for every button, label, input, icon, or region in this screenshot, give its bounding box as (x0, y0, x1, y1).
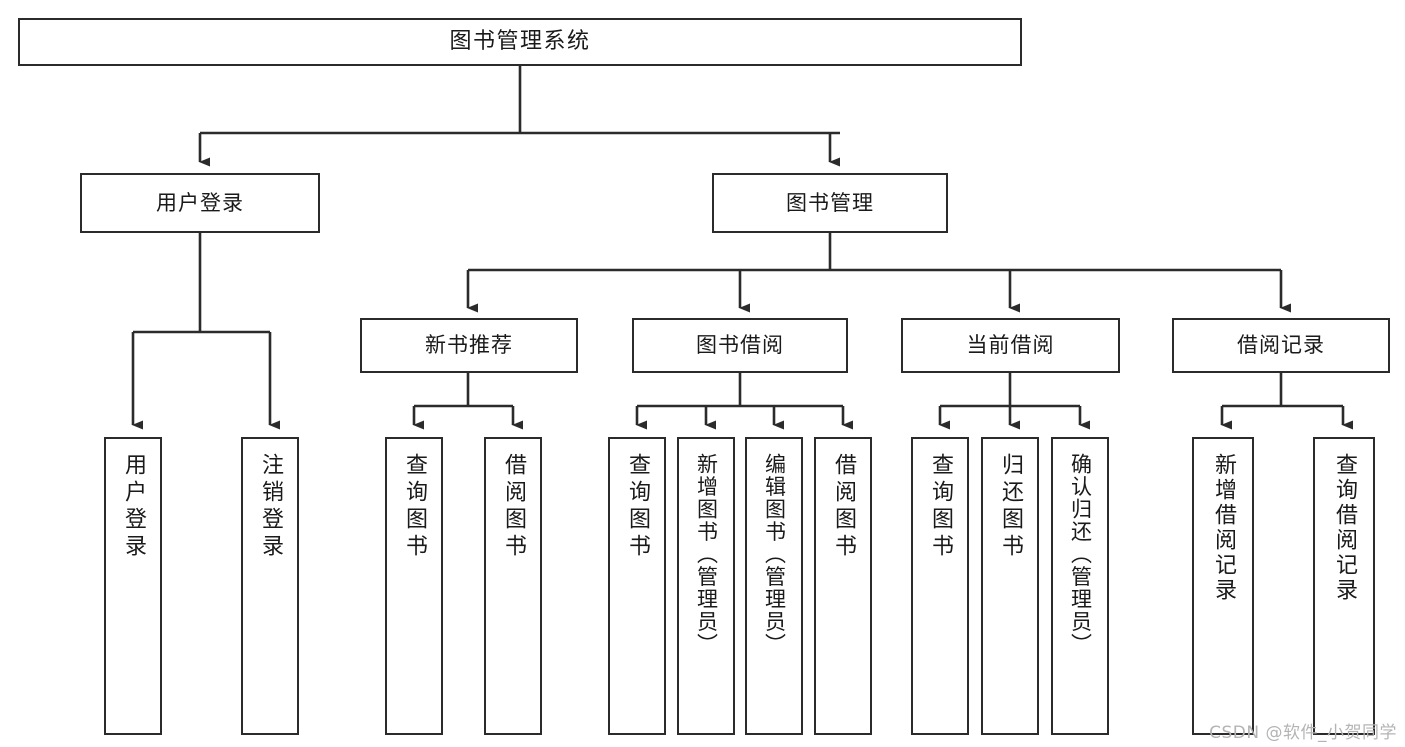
node-label: 借阅记录 (1237, 333, 1325, 358)
leaf-current-return-book[interactable]: 归还图书 (981, 437, 1039, 735)
node-label: 编辑图书（管理员） (762, 453, 787, 656)
leaf-borrow-borrow-book[interactable]: 借阅图书 (814, 437, 872, 735)
leaf-borrow-add-book-admin[interactable]: 新增图书（管理员） (677, 437, 735, 735)
node-label: 新书推荐 (425, 333, 513, 358)
leaf-user-logout[interactable]: 注销登录 (241, 437, 299, 735)
leaf-borrow-edit-book-admin[interactable]: 编辑图书（管理员） (745, 437, 803, 735)
leaf-user-login[interactable]: 用户登录 (104, 437, 162, 735)
node-label: 用户登录 (156, 190, 244, 215)
node-root-system[interactable]: 图书管理系统 (18, 18, 1022, 66)
node-label: 图书管理系统 (449, 29, 591, 55)
node-label: 查询借阅记录 (1332, 453, 1357, 603)
leaf-record-query-record[interactable]: 查询借阅记录 (1313, 437, 1375, 735)
leaf-recommend-borrow-book[interactable]: 借阅图书 (484, 437, 542, 735)
node-label: 借阅图书 (831, 453, 856, 561)
node-current-borrow[interactable]: 当前借阅 (901, 318, 1120, 373)
node-label: 确认归还（管理员） (1068, 453, 1093, 656)
leaf-borrow-query-book[interactable]: 查询图书 (608, 437, 666, 735)
node-label: 当前借阅 (966, 333, 1055, 358)
node-label: 新增图书（管理员） (694, 453, 719, 656)
node-label: 图书管理 (786, 190, 874, 215)
node-borrow-record[interactable]: 借阅记录 (1172, 318, 1390, 373)
node-label: 查询图书 (402, 453, 427, 561)
csdn-watermark: CSDN @软件_小贺同学 (1209, 723, 1397, 743)
node-label: 注销登录 (258, 453, 283, 561)
node-label: 图书借阅 (696, 333, 784, 358)
leaf-current-confirm-return-admin[interactable]: 确认归还（管理员） (1051, 437, 1109, 735)
node-book-borrow[interactable]: 图书借阅 (632, 318, 848, 373)
node-book-management[interactable]: 图书管理 (712, 173, 948, 233)
leaf-recommend-query-book[interactable]: 查询图书 (385, 437, 443, 735)
node-label: 新增借阅记录 (1211, 453, 1236, 603)
node-label: 借阅图书 (501, 453, 526, 561)
leaf-record-add-record[interactable]: 新增借阅记录 (1192, 437, 1254, 735)
node-label: 用户登录 (121, 453, 146, 561)
node-label: 查询图书 (928, 453, 953, 561)
node-label: 查询图书 (625, 453, 650, 561)
node-new-book-recommend[interactable]: 新书推荐 (360, 318, 578, 373)
leaf-current-query-book[interactable]: 查询图书 (911, 437, 969, 735)
node-user-login[interactable]: 用户登录 (80, 173, 320, 233)
node-label: 归还图书 (998, 453, 1023, 561)
